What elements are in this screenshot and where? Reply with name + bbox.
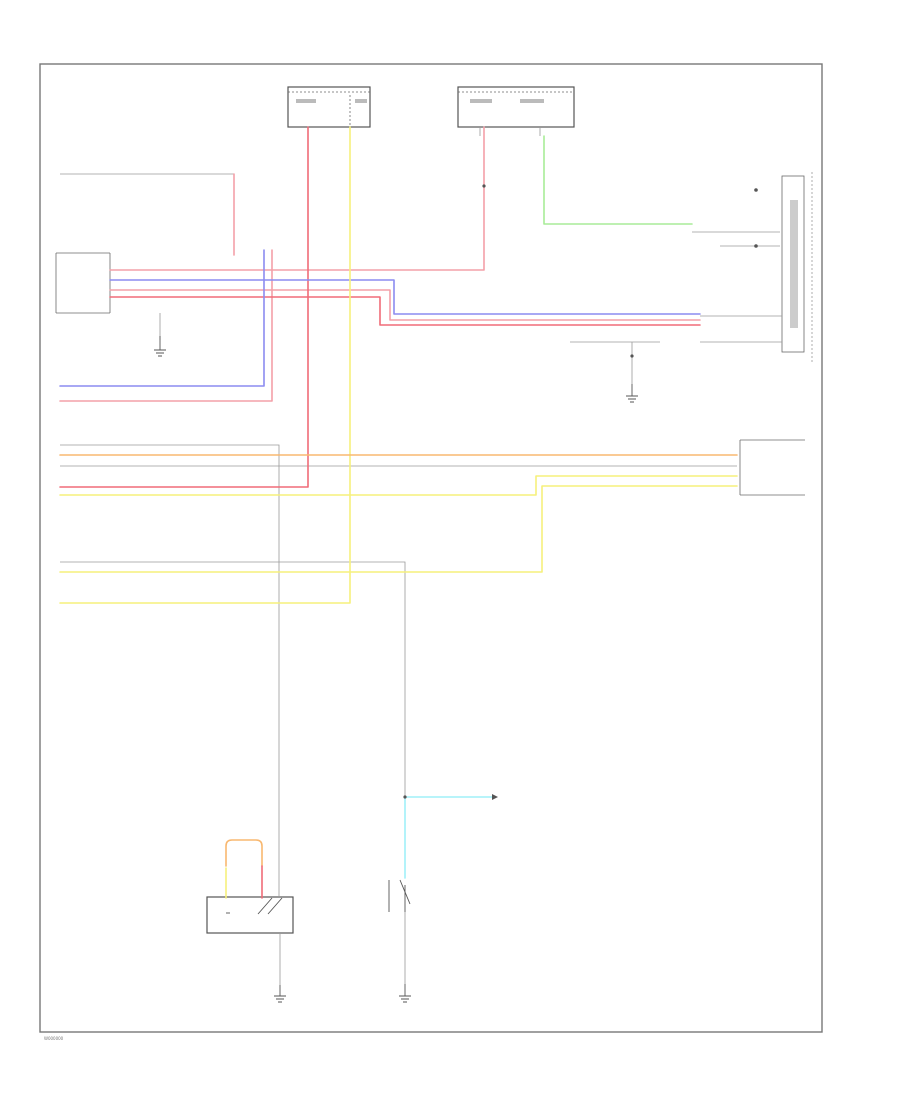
right-top-module: [781, 172, 813, 362]
fuse-box-right: [457, 86, 575, 128]
fuse-box-left: [287, 86, 371, 128]
junction-dots: [403, 184, 758, 800]
bottom-center-switch: [388, 879, 411, 912]
yellow-wires: [59, 126, 738, 899]
cyan-wires: [404, 796, 493, 879]
red-wires: [59, 126, 701, 488]
right-mid-connector: [739, 439, 805, 496]
left-module: [55, 252, 111, 314]
diagram-frame: [39, 63, 823, 1033]
gray-wires: [60, 127, 782, 985]
orange-wires: [59, 454, 738, 867]
ground-right-mid: [626, 384, 638, 403]
page-id: W000000: [44, 1036, 64, 1041]
bottom-left-switch: [206, 896, 294, 934]
pink-wires: [59, 126, 701, 402]
ground-bottom-left: [274, 985, 286, 1003]
blue-wires: [59, 249, 701, 387]
ground-left-module: [154, 336, 166, 357]
ground-bottom-center: [399, 984, 411, 1003]
green-wires: [543, 135, 693, 225]
